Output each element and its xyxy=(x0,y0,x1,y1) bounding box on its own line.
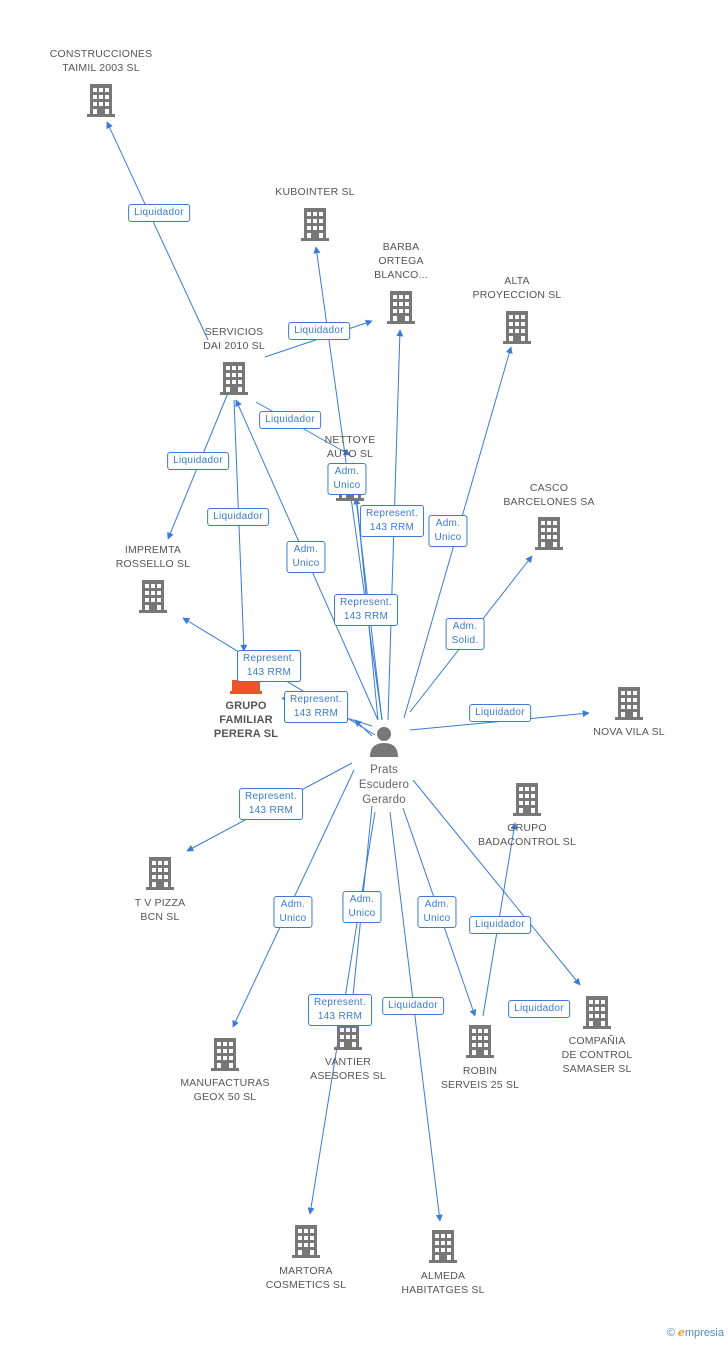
edge-label-7[interactable]: Adm. Unico xyxy=(286,541,326,573)
edge-label-22[interactable]: Represent. 143 RRM xyxy=(308,994,372,1026)
node-label-martora[interactable]: MARTORA COSMETICS SL xyxy=(265,1265,347,1291)
brand-e: e xyxy=(677,1326,685,1339)
building-icon xyxy=(387,291,415,324)
edge-label-0[interactable]: Liquidador xyxy=(128,204,190,222)
edge-label-19[interactable]: Adm. Unico xyxy=(417,896,457,928)
highlight-building-icon xyxy=(232,680,260,694)
building-icon xyxy=(429,1230,457,1263)
node-label-tvpizza[interactable]: T V PIZZA BCN SL xyxy=(134,897,186,923)
building-icon xyxy=(583,996,611,1029)
node-label-casco[interactable]: CASCO BARCELONES SA xyxy=(503,482,595,508)
person-icon xyxy=(370,743,398,757)
edge-label-16[interactable]: Represent. 143 RRM xyxy=(239,788,303,820)
edge-label-3[interactable]: Liquidador xyxy=(167,452,229,470)
edge-label-14[interactable]: Represent. 143 RRM xyxy=(237,650,301,682)
node-label-almeda[interactable]: ALMEDA HABITATGES SL xyxy=(401,1270,485,1296)
footer-brand: © empresia xyxy=(667,1326,724,1339)
edge-line-20 xyxy=(389,811,443,1222)
brand-name: mpresia xyxy=(684,1327,724,1339)
node-label-nettoye[interactable]: NETTOYE AUTO SL xyxy=(324,434,376,460)
node-label-robin[interactable]: ROBIN SERVEIS 25 SL xyxy=(440,1065,520,1091)
node-label-servicios[interactable]: SERVICIOS DAI 2010 SL xyxy=(203,326,265,352)
edge-label-8[interactable]: Adm. Unico xyxy=(428,515,468,547)
node-label-novavila[interactable]: NOVA VILA SL xyxy=(593,726,665,738)
node-label-construcciones[interactable]: CONSTRUCCIONES TAIMIL 2003 SL xyxy=(49,48,153,74)
edge-label-10[interactable]: Adm. Solid. xyxy=(445,618,485,650)
building-icon xyxy=(292,1225,320,1258)
edge-label-4[interactable]: Liquidador xyxy=(207,508,269,526)
node-label-alta[interactable]: ALTA PROYECCION SL xyxy=(472,275,562,301)
edge-label-5[interactable]: Adm. Unico xyxy=(327,463,367,495)
edge-label-9[interactable]: Represent. 143 RRM xyxy=(334,594,398,626)
edge-label-17[interactable]: Adm. Unico xyxy=(273,896,313,928)
node-label-impremta[interactable]: IMPREMTA ROSSELLO SL xyxy=(115,544,191,570)
building-icon xyxy=(146,857,174,890)
building-icon xyxy=(220,362,248,395)
building-icon xyxy=(535,517,563,550)
copyright-icon: © xyxy=(666,1327,675,1339)
building-icon xyxy=(211,1038,239,1071)
building-icon xyxy=(466,1025,494,1058)
edge-label-20[interactable]: Liquidador xyxy=(382,997,444,1015)
edge-label-6[interactable]: Represent. 143 RRM xyxy=(360,505,424,537)
edge-label-23[interactable]: Liquidador xyxy=(508,1000,570,1018)
node-label-kubointer[interactable]: KUBOINTER SL xyxy=(275,186,355,198)
edge-label-21[interactable]: Liquidador xyxy=(469,916,531,934)
edge-label-2[interactable]: Liquidador xyxy=(259,411,321,429)
building-icon xyxy=(615,687,643,720)
edge-line-15 xyxy=(354,719,373,737)
person-icon-head xyxy=(377,727,391,741)
node-label-grupofamiliar[interactable]: GRUPO FAMILIAR PERERA SL xyxy=(213,700,279,740)
highlight-building-base xyxy=(230,691,262,694)
edge-line-21 xyxy=(412,779,581,986)
building-icon xyxy=(139,580,167,613)
building-icon xyxy=(503,311,531,344)
edge-label-15[interactable]: Represent. 143 RRM xyxy=(284,691,348,723)
edge-label-18[interactable]: Adm. Unico xyxy=(342,891,382,923)
building-icon xyxy=(87,84,115,117)
node-label-badacontrol[interactable]: GRUPO BADACONTROL SL xyxy=(477,822,577,848)
node-label-manufacturas[interactable]: MANUFACTURAS GEOX 50 SL xyxy=(180,1077,270,1103)
edge-label-13[interactable]: Liquidador xyxy=(469,704,531,722)
building-icon xyxy=(513,783,541,816)
node-label-samaser[interactable]: COMPAÑIA DE CONTROL SAMASER SL xyxy=(561,1035,633,1075)
node-label-vantier[interactable]: VANTIER ASESORES SL xyxy=(310,1056,386,1082)
building-icon xyxy=(301,208,329,241)
edge-label-1[interactable]: Liquidador xyxy=(288,322,350,340)
node-label-barba[interactable]: BARBA ORTEGA BLANCO... xyxy=(374,241,428,281)
edge-line-0 xyxy=(106,121,209,341)
person-name[interactable]: Prats Escudero Gerardo xyxy=(358,764,410,806)
